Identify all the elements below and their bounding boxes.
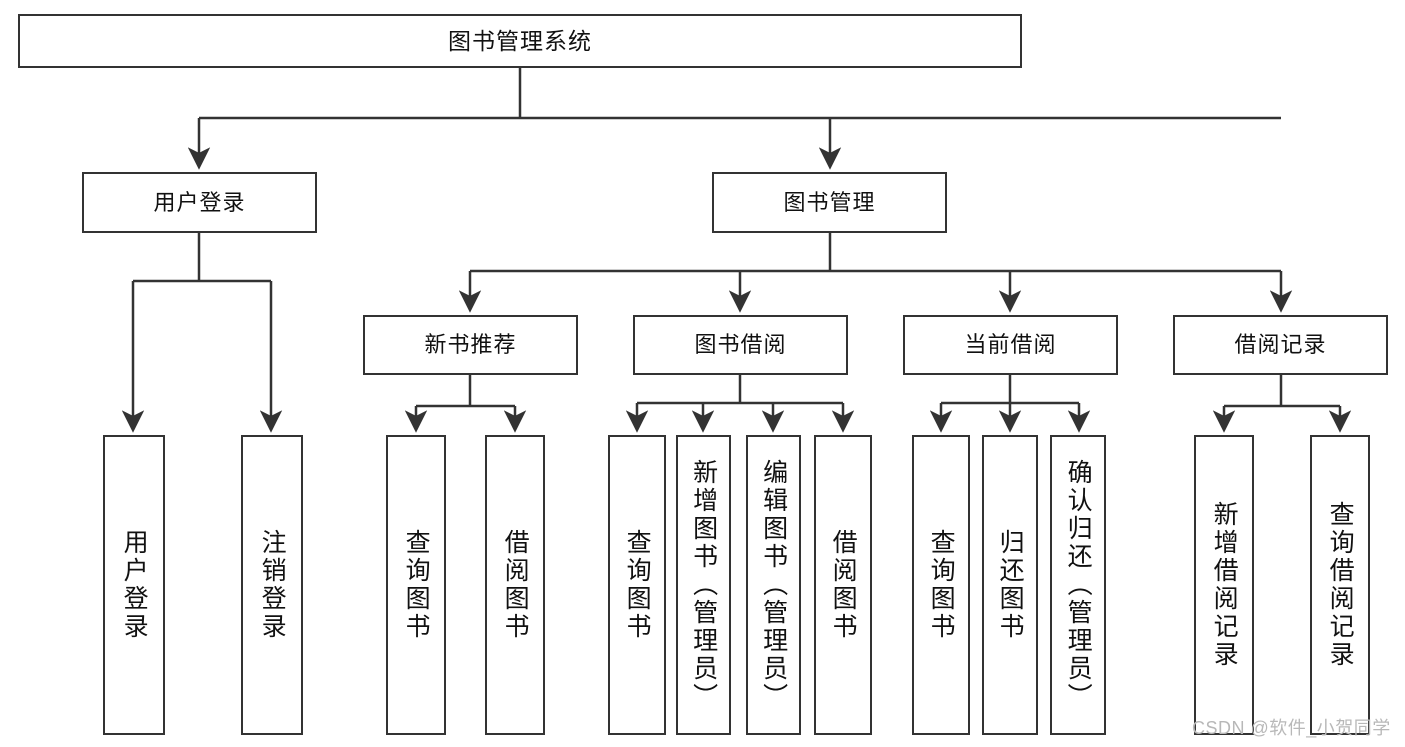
leaf-current-borrow-confirm[interactable]: 确认归还（管理员）	[1050, 435, 1106, 735]
node-user-login[interactable]: 用户登录	[82, 172, 317, 233]
leaf-new-book-query[interactable]: 查询图书	[386, 435, 446, 735]
leaf-borrow-record-add[interactable]: 新增借阅记录	[1194, 435, 1254, 735]
node-label: 归还图书	[996, 529, 1025, 641]
node-label: 借阅图书	[829, 529, 858, 641]
node-label: 新增图书（管理员）	[689, 459, 718, 711]
leaf-current-borrow-query[interactable]: 查询图书	[912, 435, 970, 735]
node-borrow-record[interactable]: 借阅记录	[1173, 315, 1388, 375]
node-current-borrow[interactable]: 当前借阅	[903, 315, 1118, 375]
leaf-book-borrow-add[interactable]: 新增图书（管理员）	[676, 435, 731, 735]
node-label: 图书管理	[783, 189, 876, 215]
leaf-book-borrow-query[interactable]: 查询图书	[608, 435, 666, 735]
node-label: 借阅记录	[1234, 332, 1327, 358]
node-label: 用户登录	[120, 529, 149, 641]
node-label: 确认归还（管理员）	[1064, 459, 1093, 711]
node-label: 用户登录	[153, 189, 246, 215]
node-label: 图书借阅	[694, 332, 787, 358]
node-label: 查询图书	[402, 529, 431, 641]
node-label: 编辑图书（管理员）	[759, 459, 788, 711]
node-root-book-management-system[interactable]: 图书管理系统	[18, 14, 1022, 68]
csdn-watermark: CSDN @软件_小贺同学	[1192, 718, 1391, 738]
node-label: 图书管理系统	[448, 27, 592, 54]
leaf-book-borrow-edit[interactable]: 编辑图书（管理员）	[746, 435, 801, 735]
leaf-borrow-record-query[interactable]: 查询借阅记录	[1310, 435, 1370, 735]
leaf-new-book-borrow[interactable]: 借阅图书	[485, 435, 545, 735]
node-label: 查询图书	[623, 529, 652, 641]
node-book-management[interactable]: 图书管理	[712, 172, 947, 233]
leaf-book-borrow-borrow[interactable]: 借阅图书	[814, 435, 872, 735]
node-book-borrow[interactable]: 图书借阅	[633, 315, 848, 375]
node-label: 查询图书	[927, 529, 956, 641]
node-new-book-recommend[interactable]: 新书推荐	[363, 315, 578, 375]
leaf-user-login-logout[interactable]: 注销登录	[241, 435, 303, 735]
node-label: 借阅图书	[501, 529, 530, 641]
leaf-current-borrow-return[interactable]: 归还图书	[982, 435, 1038, 735]
leaf-user-login-login[interactable]: 用户登录	[103, 435, 165, 735]
node-label: 新增借阅记录	[1210, 501, 1239, 669]
node-label: 当前借阅	[964, 332, 1057, 358]
node-label: 查询借阅记录	[1326, 501, 1355, 669]
node-label: 新书推荐	[424, 332, 517, 358]
node-label: 注销登录	[258, 529, 287, 641]
